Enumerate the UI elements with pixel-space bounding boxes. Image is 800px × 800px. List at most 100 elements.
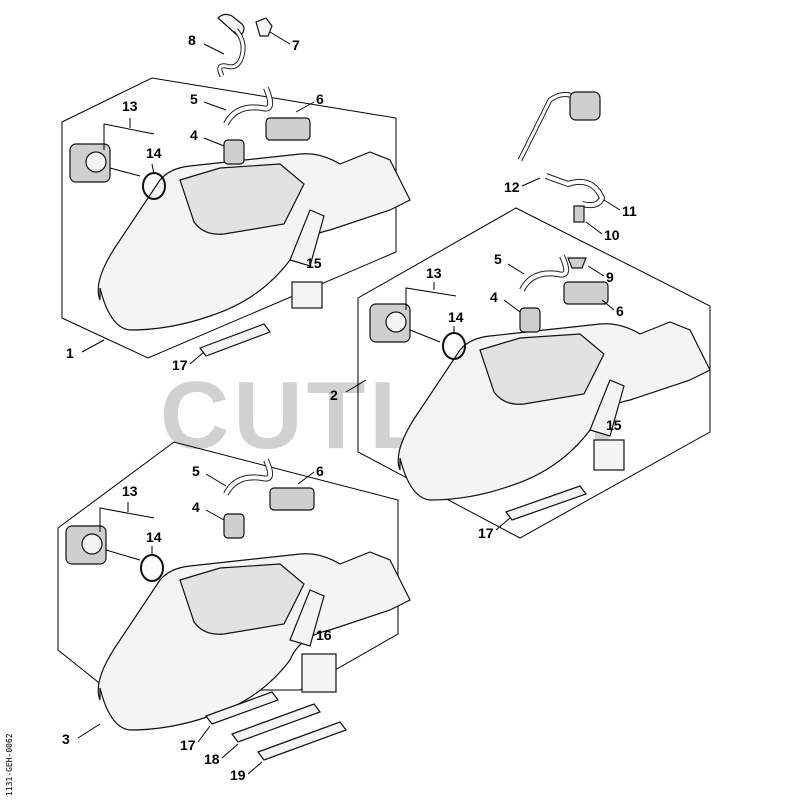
p2-leader-5: [507, 263, 525, 275]
hose-2-inner: [520, 255, 569, 291]
p2-label-12: 12: [504, 179, 520, 195]
housing-2-grip: [589, 379, 625, 437]
p3-label-17: 17: [180, 737, 196, 753]
grommet-2: [519, 307, 541, 333]
p1-label-17: 17: [172, 357, 188, 373]
p1-label-15: 15: [306, 255, 322, 271]
p1-label-6: 6: [316, 91, 324, 107]
plate-1: [199, 323, 271, 357]
p2-label-13: 13: [426, 265, 442, 281]
p2-leader-12: [521, 177, 541, 187]
p1-leader-17: [189, 351, 205, 365]
p2-label-5: 5: [494, 251, 502, 267]
p1-leader-4: [203, 137, 225, 147]
p2-leader-10: [585, 221, 603, 235]
valve-9: [567, 257, 587, 269]
p3-label-5: 5: [192, 463, 200, 479]
panel-3-frame: [57, 441, 399, 691]
warning-label-2: [593, 439, 625, 471]
panel-3-parts: [65, 458, 411, 761]
p1-leader-13: [103, 123, 155, 150]
fuel-hose-inner: [218, 29, 245, 77]
p2-label-14: 14: [448, 309, 464, 325]
housing-1-grip: [289, 209, 325, 267]
housing-3-top: [179, 563, 305, 635]
p2-leader-6: [601, 299, 615, 311]
p2-label-17: 17: [478, 525, 494, 541]
p3-label-13: 13: [122, 483, 138, 499]
p3-label-4: 4: [192, 499, 200, 515]
warning-label-3: [301, 653, 337, 693]
p1-leader-5: [203, 101, 227, 111]
p2-label-15: 15: [606, 417, 622, 433]
p1-label-14: 14: [146, 145, 162, 161]
p2-leader-11: [603, 199, 621, 211]
hose-11-inner: [545, 174, 605, 208]
p3-leader-4: [205, 509, 225, 521]
housing-2-top: [479, 333, 605, 405]
p1-label-1: 1: [66, 345, 74, 361]
p3-label-3: 3: [62, 731, 70, 747]
plate-18: [231, 703, 321, 743]
housing-1-top: [179, 163, 305, 235]
screw-1: [109, 167, 141, 177]
p3-leader-6: [297, 471, 315, 485]
p2-leader-13: [405, 287, 457, 310]
p3-leader-5: [205, 473, 227, 487]
carburetor-2-bore: [385, 311, 407, 333]
p2-label-9: 9: [606, 269, 614, 285]
p2-leader-17: [495, 517, 511, 531]
warning-label-1: [291, 281, 323, 309]
p2-leader-9: [587, 265, 605, 277]
carburetor-1-bore: [85, 151, 107, 173]
label-8: 8: [188, 32, 196, 48]
p3-label-16: 16: [316, 627, 332, 643]
panel-2-parts: [369, 254, 711, 521]
ring-2: [442, 332, 466, 360]
p2-leader-2: [345, 379, 367, 393]
p3-label-19: 19: [230, 767, 246, 783]
grommet-1: [223, 139, 245, 165]
plate-19: [257, 721, 347, 761]
p2-label-11: 11: [622, 203, 637, 219]
fitting-10: [573, 205, 585, 223]
p3-label-18: 18: [204, 751, 220, 767]
p2-leader-4: [503, 299, 521, 313]
p3-leader-19: [247, 761, 263, 775]
housing-3-grip: [289, 589, 325, 647]
grommet-3: [223, 513, 245, 539]
p3-leader-18: [221, 743, 239, 759]
p3-leader-3: [77, 723, 101, 739]
p2-label-2: 2: [330, 387, 338, 403]
leader-8: [203, 43, 225, 55]
panel-2-fuel-line: [517, 91, 606, 223]
fuel-filter-3: [269, 487, 315, 511]
carburetor-3-bore: [81, 533, 103, 555]
panel-1-parts: [69, 86, 411, 357]
p3-label-6: 6: [316, 463, 324, 479]
panel-1-frame: [61, 77, 397, 359]
plate-17: [205, 691, 279, 725]
leader-7: [269, 31, 291, 45]
hose-1-inner: [224, 87, 273, 125]
p3-label-14: 14: [146, 529, 162, 545]
panel-2-frame: [357, 207, 711, 539]
p1-label-13: 13: [122, 98, 138, 114]
hose-3-inner: [224, 459, 273, 495]
p1-leader-14: [151, 163, 155, 175]
top-fuel-line-assembly: [217, 13, 273, 78]
p3-leader-17: [197, 725, 211, 743]
fuel-filter-1: [265, 117, 311, 141]
ring-3: [140, 554, 164, 582]
screw-2: [409, 329, 441, 343]
p1-leader-6: [295, 101, 315, 113]
fuel-pump-2: [569, 91, 601, 121]
plate-2: [505, 485, 587, 521]
reference-code: 1131-GEH-0062: [5, 733, 14, 796]
label-7: 7: [292, 37, 300, 53]
p2-label-4: 4: [490, 289, 498, 305]
p2-label-10: 10: [604, 227, 620, 243]
p2-label-6: 6: [616, 303, 624, 319]
